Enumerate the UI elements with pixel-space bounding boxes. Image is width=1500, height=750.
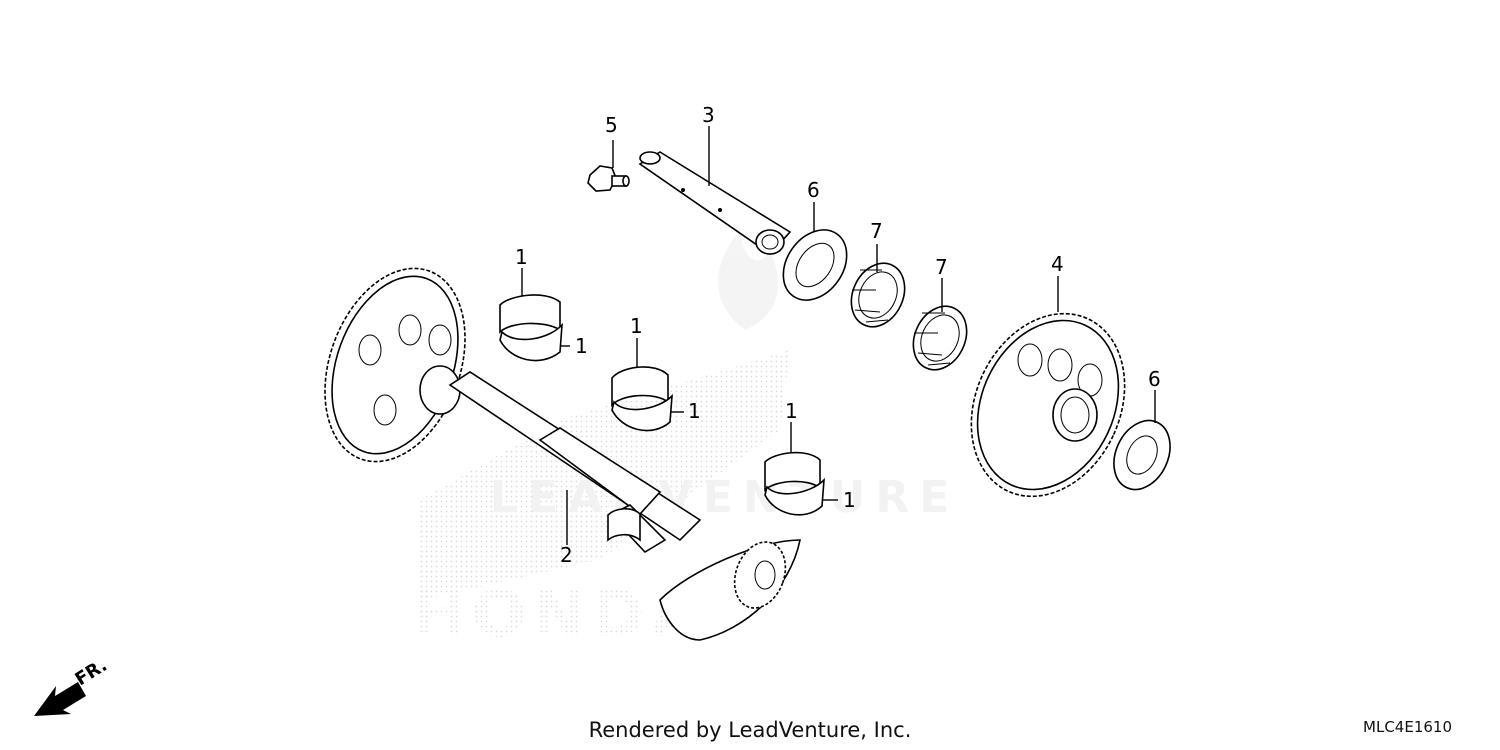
front-arrow-icon [34,682,86,716]
callout-part-7-a: 7 [870,219,883,243]
bearing-shell-part-1-d [607,508,641,542]
callout-part-6-top: 6 [807,178,820,202]
callout-part-1-b: 1 [575,334,588,358]
watermark-brand-text: LEADVENTURE [490,472,959,523]
callout-part-1-d: 1 [688,399,701,423]
callout-part-7-b: 7 [935,255,948,279]
gear-part-4 [970,312,1126,498]
needle-bearing-part-7-b [912,305,968,371]
callout-part-2: 2 [560,543,573,567]
diagram-code: MLC4E1610 [1363,718,1452,736]
callout-part-6-right: 6 [1148,367,1161,391]
callout-part-1-f: 1 [843,488,856,512]
leader-lines [521,126,1156,545]
needle-bearing-part-7-a [850,262,906,328]
washer-part-6-top [782,229,848,301]
render-credit: Rendered by LeadVenture, Inc. [588,718,912,742]
bearing-shell-part-1-c [764,451,825,516]
bearing-shell-part-1-b [611,366,673,432]
bearing-shell-part-1-a [499,294,563,362]
callout-part-4: 4 [1051,252,1064,276]
sleeve-part-3 [638,151,792,256]
callout-part-1-e: 1 [785,399,798,423]
callout-part-1-c: 1 [630,314,643,338]
watermark-logo-text: HONDA [412,578,706,652]
watermark-flame-icon [718,230,778,330]
bolt-part-5 [587,165,630,192]
washer-part-6-right [1113,419,1171,491]
callout-part-1-a: 1 [515,245,528,269]
callout-part-5: 5 [605,113,618,137]
callout-part-3: 3 [702,103,715,127]
callout-labels: 5 3 6 7 7 4 6 1 1 1 1 1 1 2 [515,103,1161,567]
front-direction-indicator: FR. [34,655,111,716]
